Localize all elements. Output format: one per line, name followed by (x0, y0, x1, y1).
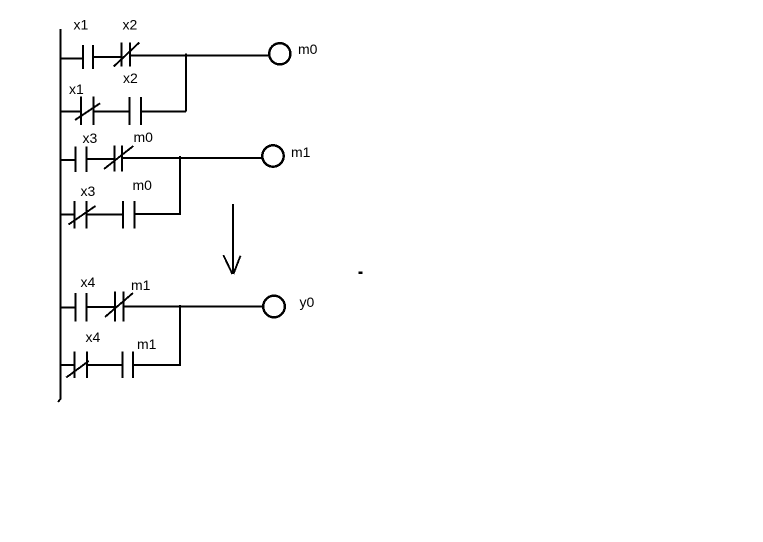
svg-text:x3: x3 (83, 130, 98, 146)
svg-text:x1: x1 (69, 81, 84, 97)
svg-text:x4: x4 (86, 329, 101, 345)
svg-text:y0: y0 (300, 294, 315, 310)
svg-text:x3: x3 (81, 183, 96, 199)
svg-text:m0: m0 (298, 41, 318, 57)
svg-text:x2: x2 (123, 17, 138, 33)
svg-text:x1: x1 (74, 17, 89, 33)
svg-text:x4: x4 (81, 274, 96, 290)
svg-text:m1: m1 (137, 336, 157, 352)
svg-text:m0: m0 (133, 177, 153, 193)
svg-text:x2: x2 (123, 70, 138, 86)
svg-text:m1: m1 (131, 277, 151, 293)
svg-text:m0: m0 (134, 129, 154, 145)
svg-text:m1: m1 (291, 144, 311, 160)
